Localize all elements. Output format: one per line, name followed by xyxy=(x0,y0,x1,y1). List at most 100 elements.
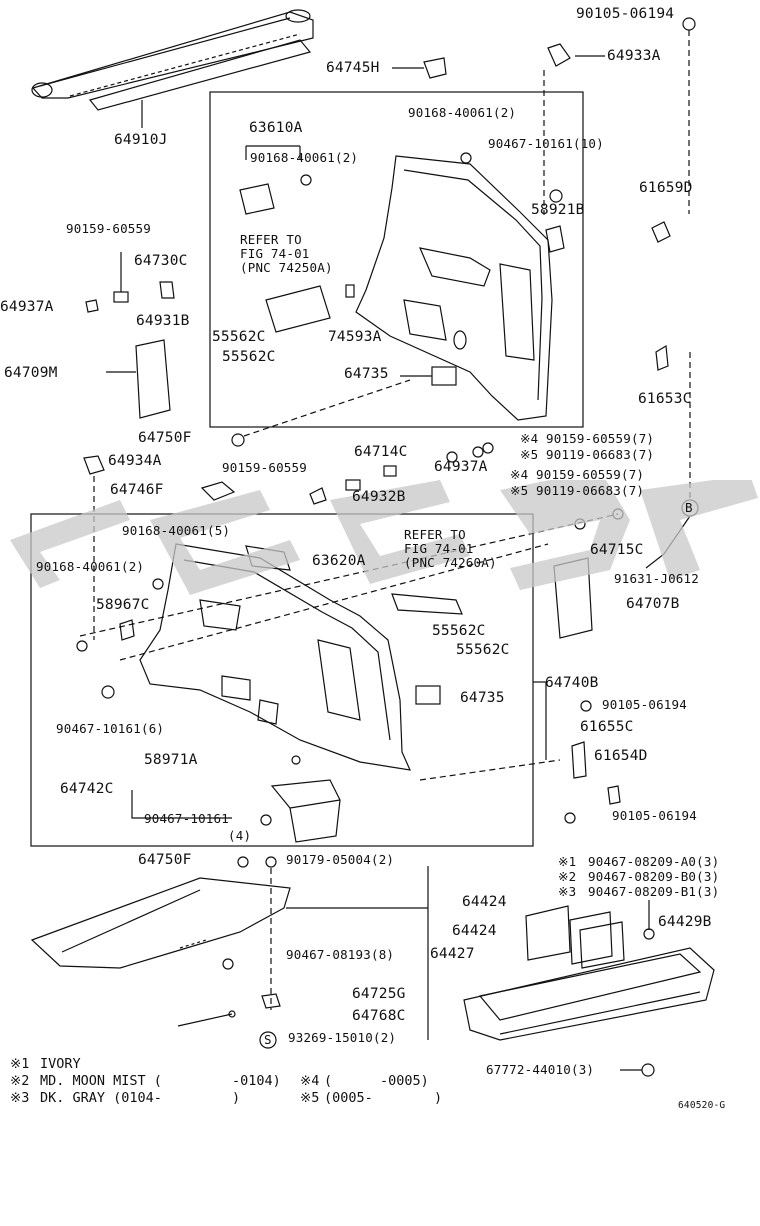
divider-64424 xyxy=(525,905,625,969)
label-90105-06194-b: 90105-06194 xyxy=(602,697,687,712)
label-64725g: 64725G xyxy=(352,986,406,1002)
label-90467-08209-b1: 90467-08209-B1(3) xyxy=(588,884,720,899)
label-90168-40061-5: 90168-40061(5) xyxy=(122,523,231,538)
label-93269-15010-2: 93269-15010(2) xyxy=(288,1030,397,1045)
upper-group-box xyxy=(209,91,584,428)
label-64750f-a: 64750F xyxy=(138,430,192,446)
label-55562c-b: 55562C xyxy=(222,349,276,365)
cushion-pad-lower xyxy=(391,593,463,615)
label-64427: 64427 xyxy=(430,946,475,962)
legend-mark-5: ※5 xyxy=(300,1090,320,1106)
label-64768c: 64768C xyxy=(352,1008,406,1024)
color-legend: ※1 IVORY ※2 MD. MOON MIST ( -0104) ※4 ( … xyxy=(10,1056,470,1107)
refer1-line1: REFER TO xyxy=(240,232,302,247)
label-64931b: 64931B xyxy=(136,313,190,329)
deck-board-64427 xyxy=(30,877,291,969)
label-90467-08193-8: 90467-08193(8) xyxy=(286,947,395,962)
label-90467-08209-b0: 90467-08209-B0(3) xyxy=(588,869,720,884)
label-64740b: 64740B xyxy=(545,675,599,691)
label-qty-4: (4) xyxy=(228,828,252,843)
label-55562c-c: 55562C xyxy=(432,623,486,639)
label-64937a-b: 64937A xyxy=(434,459,488,475)
label-61654d: 61654D xyxy=(594,748,648,764)
label-64424-b: 64424 xyxy=(452,923,497,939)
label-90168-40061-2a: 90168-40061(2) xyxy=(408,105,517,120)
circle-b-label: B xyxy=(685,500,693,515)
mark3-list: ※3 xyxy=(558,884,577,899)
label-91631-j0612: 91631-J0612 xyxy=(614,571,699,586)
label-64735-b: 64735 xyxy=(460,690,505,706)
label-90159-60559-7b: 90159-60559(7) xyxy=(536,467,645,482)
label-64735-a: 64735 xyxy=(344,366,389,382)
mark2-list: ※2 xyxy=(558,869,577,884)
label-63610a: 63610A xyxy=(249,120,303,136)
refer2-line3: (PNC 74260A) xyxy=(404,555,497,570)
legend-text-1: IVORY xyxy=(40,1056,81,1072)
mark1-list: ※1 xyxy=(558,854,577,869)
legend-text-4: ( xyxy=(324,1073,333,1089)
label-64932b: 64932B xyxy=(352,489,406,505)
luggage-tray-64429b xyxy=(463,947,715,1041)
label-90119-06683-7b: 90119-06683(7) xyxy=(536,483,645,498)
label-90467-08209-a0: 90467-08209-A0(3) xyxy=(588,854,720,869)
legend-mark-2: ※2 xyxy=(10,1073,30,1089)
clip-61659d xyxy=(651,221,671,243)
label-61655c: 61655C xyxy=(580,719,634,735)
mark5-a: ※5 xyxy=(520,447,539,462)
label-64730c: 64730C xyxy=(134,253,188,269)
mark5-b: ※5 xyxy=(510,483,529,498)
rod-64768c xyxy=(177,1013,233,1027)
legend-range-4: -0005) xyxy=(380,1073,429,1089)
vent-63610a xyxy=(239,183,275,215)
bracket-64933a xyxy=(547,43,571,67)
label-64910j: 64910J xyxy=(114,132,168,148)
mark4-b: ※4 xyxy=(510,467,529,482)
label-64746f: 64746F xyxy=(110,482,164,498)
legend-row-2: ※2 MD. MOON MIST ( -0104) ※4 ( -0005) xyxy=(10,1073,470,1090)
legend-close-3: ) xyxy=(232,1090,241,1106)
label-90467-10161-6: 90467-10161(6) xyxy=(56,721,165,736)
mark4-a: ※4 xyxy=(520,431,539,446)
label-90467-10161-10: 90467-10161(10) xyxy=(488,136,604,151)
label-64933a: 64933A xyxy=(607,48,661,64)
label-55562c-a: 55562C xyxy=(212,329,266,345)
label-74593a: 74593A xyxy=(328,329,382,345)
label-67772-44010-3: 67772-44010(3) xyxy=(486,1062,595,1077)
label-64714c: 64714C xyxy=(354,444,408,460)
figure-code: 640520-G xyxy=(678,1100,726,1111)
refer1-line2: FIG 74-01 xyxy=(240,246,310,261)
legend-text-5: (0005- xyxy=(324,1090,373,1106)
label-90159-60559-a: 90159-60559 xyxy=(66,221,151,236)
label-58971a: 58971A xyxy=(144,752,198,768)
legend-text-3: DK. GRAY (0104- xyxy=(40,1090,162,1106)
bracket-64934a xyxy=(83,455,105,475)
label-64429b: 64429B xyxy=(658,914,712,930)
label-90179-05004-2: 90179-05004(2) xyxy=(286,852,395,867)
legend-close-5: ) xyxy=(434,1090,443,1106)
panel-64709m xyxy=(135,339,171,419)
label-90159-60559-b: 90159-60559 xyxy=(222,460,307,475)
refer2-line2: FIG 74-01 xyxy=(404,541,474,556)
label-64709m: 64709M xyxy=(4,365,58,381)
refer1-line3: (PNC 74250A) xyxy=(240,260,333,275)
legend-mark-3: ※3 xyxy=(10,1090,30,1106)
label-64937a-a: 64937A xyxy=(0,299,54,315)
tonneau-cover-illustration xyxy=(31,9,314,128)
label-90159-60559-7a: 90159-60559(7) xyxy=(546,431,655,446)
label-90168-40061-2c: 90168-40061(2) xyxy=(36,559,145,574)
refer2-line1: REFER TO xyxy=(404,527,466,542)
circle-s-label: S xyxy=(264,1032,272,1047)
cushion-pad xyxy=(265,285,331,333)
label-61659d: 61659D xyxy=(639,180,693,196)
label-64745h: 64745H xyxy=(326,60,380,76)
legend-mark-1: ※1 xyxy=(10,1056,30,1072)
label-58967c: 58967C xyxy=(96,597,150,613)
label-64707b: 64707B xyxy=(626,596,680,612)
pad-64735-lower xyxy=(415,685,441,705)
label-55562c-d: 55562C xyxy=(456,642,510,658)
label-90105-06194-c: 90105-06194 xyxy=(612,808,697,823)
legend-row-1: ※1 IVORY xyxy=(10,1056,470,1073)
legend-text-2: MD. MOON MIST ( xyxy=(40,1073,162,1089)
label-64750f-b: 64750F xyxy=(138,852,192,868)
label-64742c: 64742C xyxy=(60,781,114,797)
